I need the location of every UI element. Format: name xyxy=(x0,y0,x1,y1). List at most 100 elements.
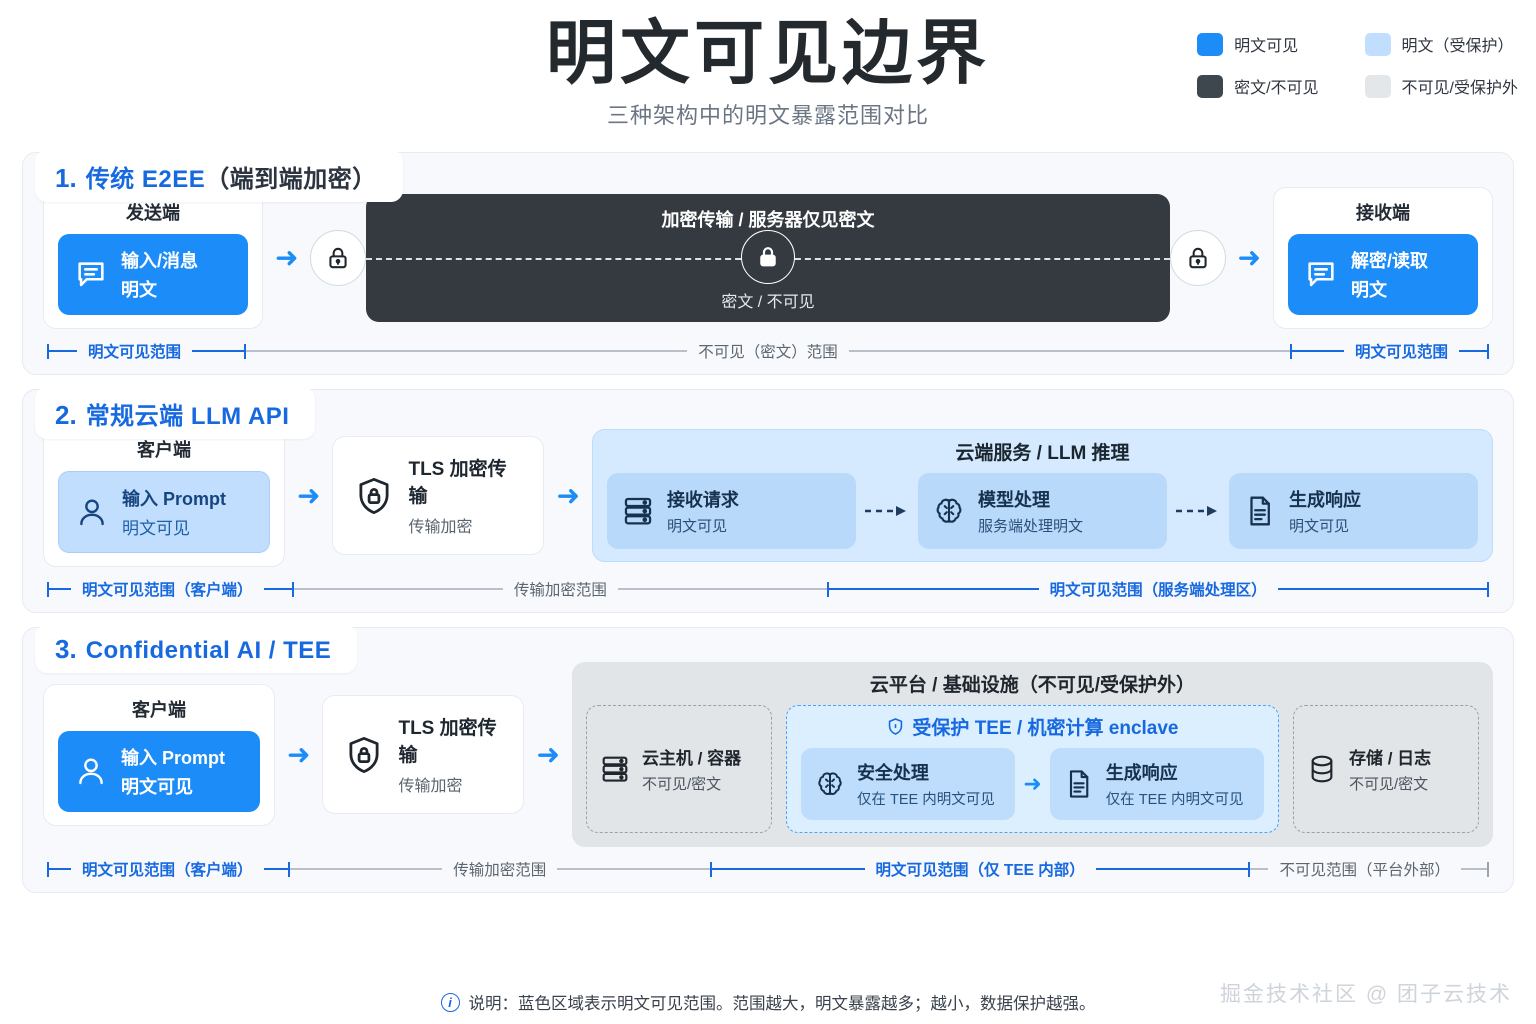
range-line xyxy=(617,588,828,590)
client-prompt-pill: 输入 Prompt 明文可见 xyxy=(58,471,270,553)
pill-texts: 解密/读取 明文 xyxy=(1351,247,1428,302)
legend-item-ciphertext-invisible: 密文/不可见 xyxy=(1197,74,1319,98)
range-line xyxy=(49,588,71,590)
range-label: 明文可见范围（服务端处理区） xyxy=(1049,582,1267,599)
tls-card: TLS 加密传输 传输加密 xyxy=(332,436,545,555)
legend-label: 明文（受保护） xyxy=(1401,38,1514,55)
range-bar-section-2: 明文可见范围（客户端） 传输加密范围 明文可见范围（服务端处理区） xyxy=(43,578,1493,600)
range-cap xyxy=(709,861,712,877)
shield-icon xyxy=(886,717,905,736)
encrypted-panel-sublabel: 密文 / 不可见 xyxy=(721,294,815,311)
range-line xyxy=(246,350,688,352)
cloud-group-title: 云端服务 / LLM 推理 xyxy=(955,443,1130,464)
pill-main-label: 输入 Prompt xyxy=(121,747,226,768)
section-confidential-ai-tee: 3. Confidential AI / TEE 客户端 输入 Prompt 明… xyxy=(22,626,1514,893)
sender-card: 发送端 输入/消息 明文 xyxy=(43,187,263,329)
range-label: 明文可见范围 xyxy=(1355,344,1449,361)
pill-sub-label: 明文可见 xyxy=(122,519,190,538)
tee-flow: 客户端 输入 Prompt 明文可见 ➜ xyxy=(43,662,1493,847)
cloud-step-main-label: 模型处理 xyxy=(977,490,1050,510)
client-card-title: 客户端 xyxy=(137,440,191,460)
tls-sub-label: 传输加密 xyxy=(408,519,473,536)
cloud-step-generate-response: 生成响应 明文可见 xyxy=(1228,473,1478,549)
e2ee-flow: 发送端 输入/消息 明文 ➜ 加密传输 / 服务器仅见密文 xyxy=(43,187,1493,329)
legend-swatch xyxy=(1197,74,1224,98)
chat-bubble-icon xyxy=(1304,258,1338,292)
platform-box-sub-label: 不可见/密文 xyxy=(1349,776,1429,793)
pill-main-label: 输入/消息 xyxy=(121,251,199,271)
section-number: 1. xyxy=(55,163,77,193)
range-line xyxy=(1461,868,1487,870)
enclave-step-main-label: 生成响应 xyxy=(1105,763,1178,783)
lock-icon-center xyxy=(741,230,795,284)
database-icon xyxy=(1306,753,1338,785)
watermark: 掘金技术社区 @ 团子云技术 xyxy=(1220,983,1512,1006)
sender-card-title: 发送端 xyxy=(126,203,180,223)
pill-sub-label: 明文 xyxy=(1351,280,1387,300)
cloud-step-receive-request: 接收请求 明文可见 xyxy=(606,473,856,549)
page-title: 明文可见边界 xyxy=(546,14,990,92)
title-block: 明文可见边界 三种架构中的明文暴露范围对比 xyxy=(0,0,1536,130)
page-subtitle: 三种架构中的明文暴露范围对比 xyxy=(606,103,929,129)
tls-main-label: TLS 加密传输 xyxy=(398,718,497,766)
section-cloud-llm-api: 2. 常规云端 LLM API 客户端 输入 Prompt 明文可见 ➜ xyxy=(22,388,1514,613)
range-line xyxy=(1250,868,1269,870)
sender-plaintext-pill: 输入/消息 明文 xyxy=(58,234,248,315)
info-icon: i xyxy=(440,992,460,1012)
range-label: 明文可见范围（仅 TEE 内部） xyxy=(875,862,1085,879)
flow-arrow-icon: ➜ xyxy=(536,738,560,770)
page-footer: i 说明：蓝色区域表示明文可见范围。范围越大，明文暴露越多；越小，数据保护越强。 xyxy=(0,990,1536,1014)
platform-box-texts: 云主机 / 容器 不可见/密文 xyxy=(642,744,741,794)
range-line xyxy=(1277,588,1487,590)
pill-main-label: 解密/读取 xyxy=(1351,251,1429,271)
flow-arrow-icon: ➜ xyxy=(556,479,580,511)
pill-texts: 输入 Prompt 明文可见 xyxy=(121,744,225,799)
flow-arrow-icon: ➜ xyxy=(1237,242,1261,273)
legend-swatch xyxy=(1364,32,1391,56)
tls-card: TLS 加密传输 传输加密 xyxy=(322,695,525,814)
legend-label: 明文可见 xyxy=(1234,38,1299,55)
range-cap xyxy=(47,343,49,359)
legend-label: 不可见/受保护外 xyxy=(1401,80,1518,97)
cloud-step-model-processing: 模型处理 服务端处理明文 xyxy=(917,473,1167,549)
platform-storage-logs-box: 存储 / 日志 不可见/密文 xyxy=(1293,705,1479,833)
tls-main-label: TLS 加密传输 xyxy=(408,459,507,507)
pill-sub-label: 明文可见 xyxy=(121,776,193,797)
platform-box-sub-label: 不可见/密文 xyxy=(641,776,722,793)
enclave-title: 受保护 TEE / 机密计算 enclave xyxy=(801,713,1264,740)
cloud-step-sub-label: 明文可见 xyxy=(666,518,727,535)
enclave-steps-row: 安全处理 仅在 TEE 内明文可见 ➜ xyxy=(800,748,1264,820)
range-line xyxy=(49,868,71,870)
range-cap xyxy=(1248,861,1251,877)
tls-texts: TLS 加密传输 传输加密 xyxy=(398,713,503,796)
section-1-tab: 1. 传统 E2EE（端到端加密） xyxy=(35,151,403,202)
cloud-step-texts: 生成响应 明文可见 xyxy=(1289,486,1361,536)
brain-icon xyxy=(814,768,846,800)
range-cap xyxy=(1487,861,1489,877)
receiver-card: 接收端 解密/读取 明文 xyxy=(1273,187,1493,329)
range-line xyxy=(263,868,288,870)
platform-row: 云主机 / 容器 不可见/密文 受保护 TEE / 机密计算 enclave xyxy=(585,705,1479,833)
range-label: 明文可见范围 xyxy=(88,344,182,361)
cloud-step-texts: 模型处理 服务端处理明文 xyxy=(978,486,1083,536)
cloud-step-texts: 接收请求 明文可见 xyxy=(667,486,739,536)
range-cap xyxy=(47,581,49,597)
range-line xyxy=(1459,350,1488,352)
flow-arrow-icon: ➜ xyxy=(297,479,321,511)
pill-texts: 输入/消息 明文 xyxy=(121,247,198,302)
cloud-api-flow: 客户端 输入 Prompt 明文可见 ➜ xyxy=(43,424,1493,567)
platform-host-container-box: 云主机 / 容器 不可见/密文 xyxy=(585,705,772,833)
shield-lock-icon xyxy=(343,734,385,776)
cloud-step-sub-label: 服务端处理明文 xyxy=(977,518,1083,535)
enclave-step-texts: 安全处理 仅在 TEE 内明文可见 xyxy=(857,759,995,809)
range-label: 明文可见范围（客户端） xyxy=(82,582,253,599)
flow-arrow-icon: ➜ xyxy=(1023,771,1042,796)
range-line xyxy=(293,588,503,590)
pill-texts: 输入 Prompt 明文可见 xyxy=(122,485,226,539)
range-line xyxy=(263,588,292,590)
range-line xyxy=(848,350,1290,352)
lock-icon-right xyxy=(1169,230,1226,286)
range-line xyxy=(289,868,443,870)
pill-main-label: 输入 Prompt xyxy=(122,489,227,509)
section-2-tab: 2. 常规云端 LLM API xyxy=(35,388,316,439)
